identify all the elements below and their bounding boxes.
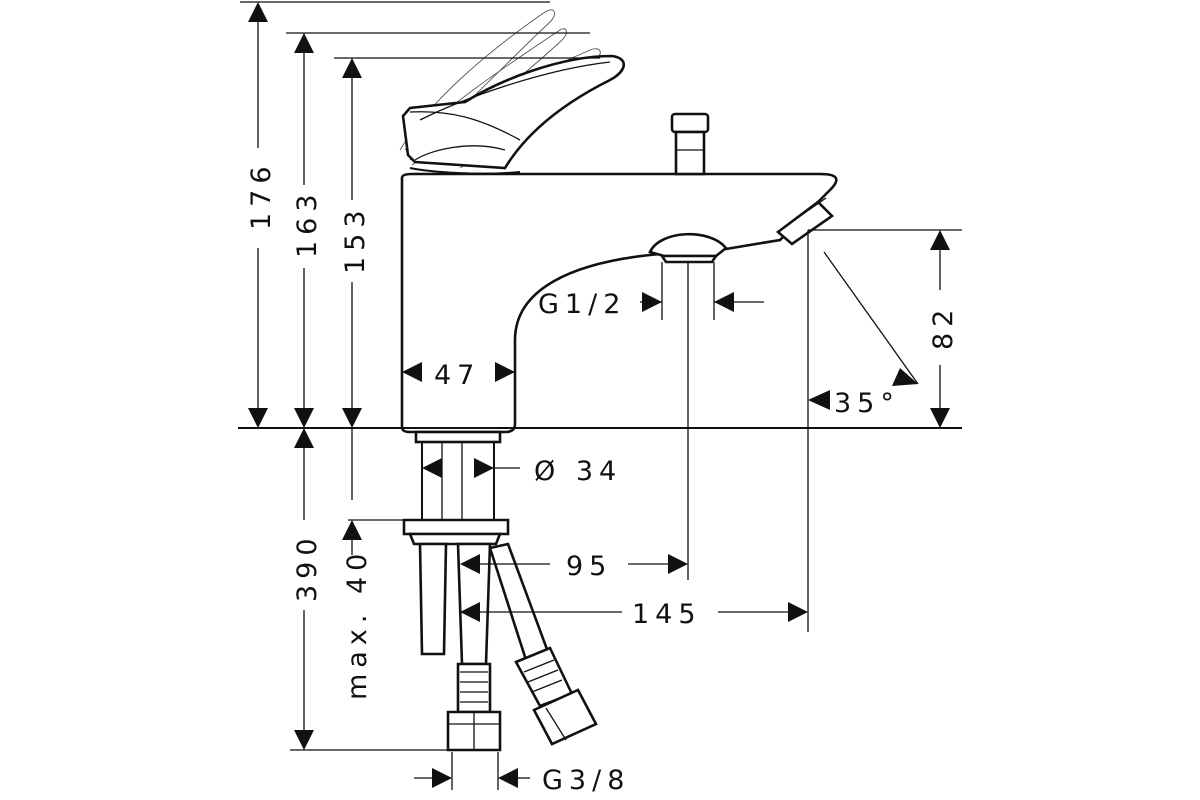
dimension-labels: 176 163 153 390 max. 40 82 47 G1/2 35° Ø… xyxy=(246,160,959,796)
tap-connections xyxy=(402,430,598,752)
shank-flange xyxy=(414,430,502,444)
dim-176: 176 xyxy=(246,160,277,230)
dim-82: 82 xyxy=(928,304,959,350)
bath-outlet xyxy=(648,232,728,258)
dimension-lines xyxy=(248,2,950,788)
dim-163: 163 xyxy=(292,188,323,258)
diverter-stem xyxy=(674,130,706,176)
dim-max-40: max. 40 xyxy=(342,548,373,700)
dim-diameter-34: Ø 34 xyxy=(534,456,622,487)
dim-145: 145 xyxy=(632,599,702,630)
dim-g3-8: G3/8 xyxy=(542,765,630,796)
lever-handle xyxy=(401,54,626,175)
dim-47: 47 xyxy=(434,360,480,391)
dim-95: 95 xyxy=(566,551,612,582)
dim-g1-2: G1/2 xyxy=(538,289,626,320)
dim-390: 390 xyxy=(292,532,323,602)
diverter-knob xyxy=(670,112,710,134)
tap-body xyxy=(400,112,838,434)
hose-nut-angled xyxy=(532,688,598,746)
dim-153: 153 xyxy=(340,204,371,274)
spout-aerator xyxy=(775,200,835,246)
extension-lines xyxy=(240,1,962,790)
hose-angled xyxy=(488,542,550,662)
fixing-rod xyxy=(418,542,448,656)
dim-35-degrees: 35° xyxy=(834,388,900,419)
fixing-nut xyxy=(402,518,510,536)
